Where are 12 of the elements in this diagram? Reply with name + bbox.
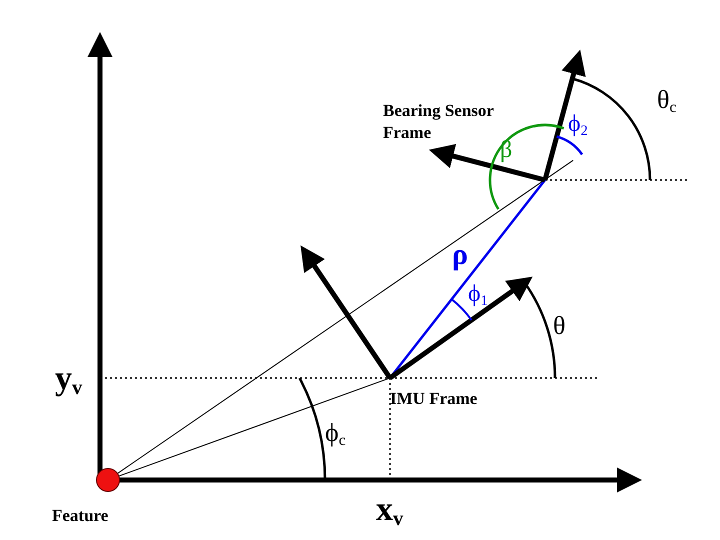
frame-label: IMU Frame (390, 390, 478, 407)
axis-label: y$_{v}$ (55, 362, 82, 396)
feature-point (96, 468, 120, 492)
axis-label: x$_{v}$ (376, 493, 404, 527)
angle-label: θ (553, 313, 566, 339)
angle-label: ϕ$_{c}$ (325, 420, 346, 446)
angle-label: ϕ$_{2}$ (568, 112, 588, 136)
angle-label: θ$_{c}$ (657, 87, 676, 113)
frame-label: Bearing Sensor Frame (383, 100, 495, 144)
range-label: ρ (452, 240, 468, 270)
angle-label: ϕ$_{1}$ (468, 282, 488, 306)
point-label: Feature (52, 507, 108, 524)
